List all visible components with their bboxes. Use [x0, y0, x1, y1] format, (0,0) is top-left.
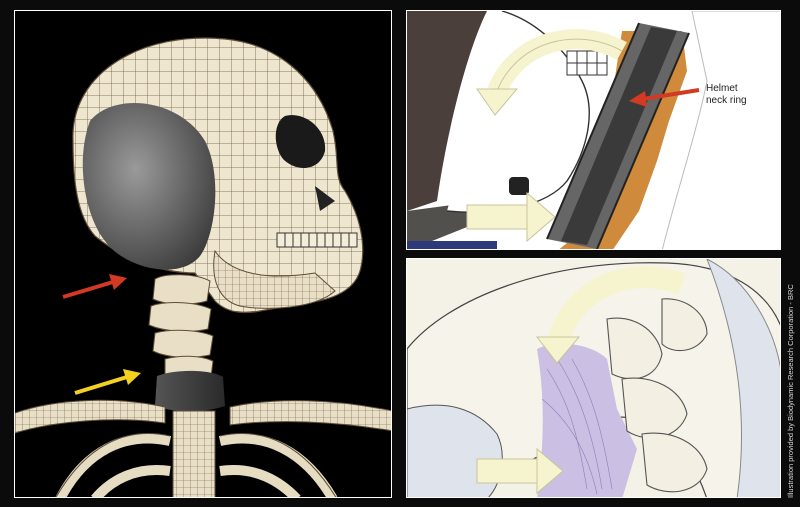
- helmet-ring-diagram: [407, 11, 781, 250]
- chin-strap: [509, 177, 529, 195]
- image-credit: Illustration provided by Biodynamic Rese…: [786, 238, 795, 498]
- cervical-vertebrae: [149, 275, 213, 380]
- ligament-detail-panel: [406, 258, 781, 498]
- red-arrow-icon: [63, 274, 127, 297]
- helmet-neck-ring-callout: Helmet neck ring: [706, 83, 776, 107]
- thoracic-spine: [173, 411, 215, 498]
- teeth-top: [567, 51, 607, 75]
- callout-line-2: neck ring: [706, 95, 776, 107]
- callout-line-1: Helmet: [706, 83, 776, 95]
- skull-render: [15, 11, 392, 498]
- seat-base: [407, 241, 497, 250]
- helmet-ring-panel: [406, 10, 781, 250]
- teeth: [277, 233, 357, 247]
- skull-render-panel: [14, 10, 392, 498]
- ligament-diagram: [407, 259, 781, 498]
- yellow-arrow-icon: [75, 369, 141, 393]
- neck-section: [155, 371, 225, 411]
